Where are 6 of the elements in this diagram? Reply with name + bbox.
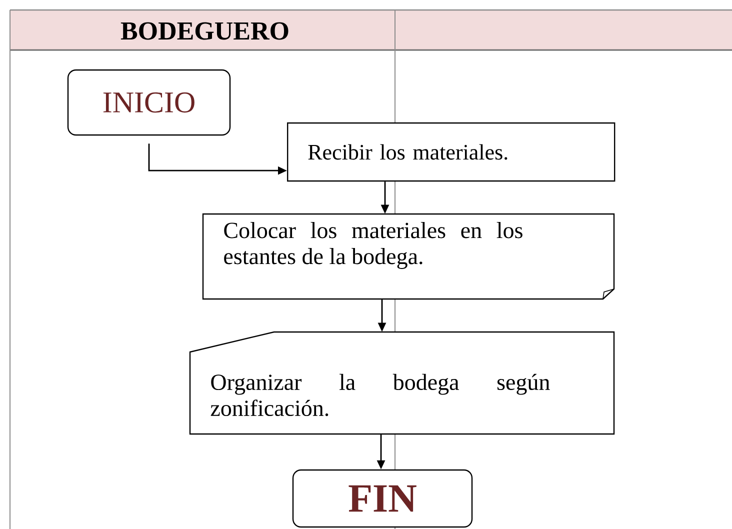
manual-input-box: Organizar la bodega según zonificación. xyxy=(189,331,615,435)
document-box: Colocar los materiales en los estantes de la bodega. xyxy=(202,213,615,300)
column-heading: BODEGUERO xyxy=(120,22,288,40)
terminal-box: INICIO xyxy=(67,69,231,136)
process-box: Recibir los materiales. xyxy=(287,122,616,182)
terminal-box: FIN xyxy=(292,469,473,528)
